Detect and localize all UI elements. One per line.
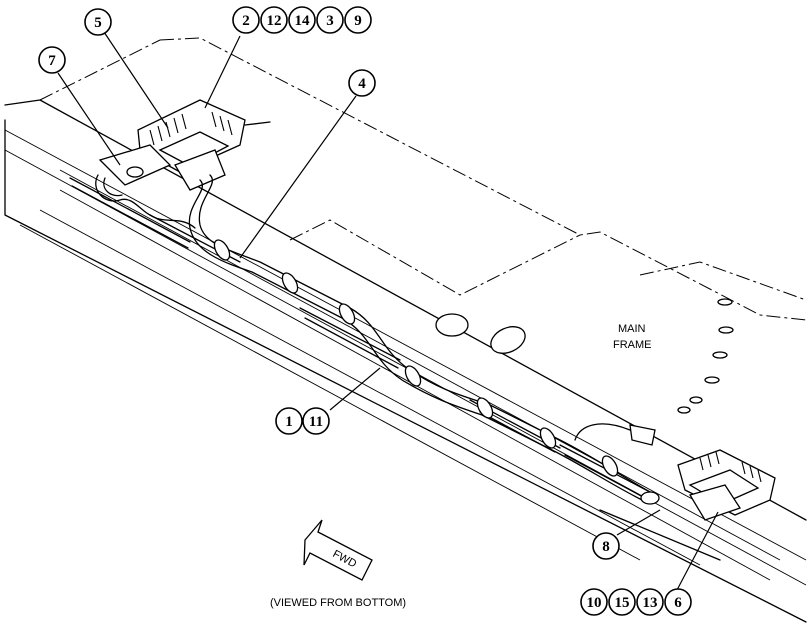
frame-label-frame: FRAME bbox=[613, 339, 652, 351]
wire-harness bbox=[149, 174, 656, 501]
callout-3: 3 bbox=[316, 6, 344, 34]
callout-13: 13 bbox=[636, 588, 664, 616]
callout-6: 6 bbox=[664, 588, 692, 616]
callout-11: 11 bbox=[302, 407, 330, 435]
view-note: (VIEWED FROM BOTTOM) bbox=[270, 597, 406, 609]
left-cable-clamp bbox=[95, 144, 172, 216]
leader-lines bbox=[57, 31, 719, 591]
svg-text:4: 4 bbox=[358, 76, 366, 92]
callout-1: 1 bbox=[275, 407, 303, 435]
callout-9: 9 bbox=[344, 6, 372, 34]
svg-text:8: 8 bbox=[602, 539, 610, 555]
callout-14: 14 bbox=[288, 6, 316, 34]
callout-7: 7 bbox=[38, 46, 66, 74]
svg-text:10: 10 bbox=[587, 595, 602, 611]
svg-text:14: 14 bbox=[295, 13, 311, 29]
callout-15: 15 bbox=[608, 588, 636, 616]
upper-connector-bracket bbox=[137, 99, 271, 191]
svg-text:1: 1 bbox=[285, 414, 293, 430]
svg-text:7: 7 bbox=[48, 53, 56, 69]
svg-text:15: 15 bbox=[615, 595, 630, 611]
callout-10: 10 bbox=[580, 588, 608, 616]
svg-text:6: 6 bbox=[674, 595, 682, 611]
frame-label-main: MAIN bbox=[618, 323, 646, 335]
lower-connector-bracket bbox=[640, 449, 776, 521]
forward-arrow: FWD bbox=[303, 519, 373, 581]
callout-2: 2 bbox=[232, 6, 260, 34]
callout-4: 4 bbox=[348, 69, 376, 97]
svg-text:12: 12 bbox=[267, 13, 282, 29]
svg-text:2: 2 bbox=[242, 13, 250, 29]
svg-text:11: 11 bbox=[309, 414, 323, 430]
svg-text:9: 9 bbox=[354, 13, 362, 29]
callout-5: 5 bbox=[84, 8, 112, 36]
frame-holes bbox=[435, 298, 734, 414]
main-frame-outline bbox=[39, 37, 807, 321]
callout-12: 12 bbox=[260, 6, 288, 34]
callout-8: 8 bbox=[592, 532, 620, 560]
svg-text:3: 3 bbox=[326, 13, 334, 29]
svg-text:5: 5 bbox=[94, 15, 102, 31]
svg-text:13: 13 bbox=[643, 595, 658, 611]
